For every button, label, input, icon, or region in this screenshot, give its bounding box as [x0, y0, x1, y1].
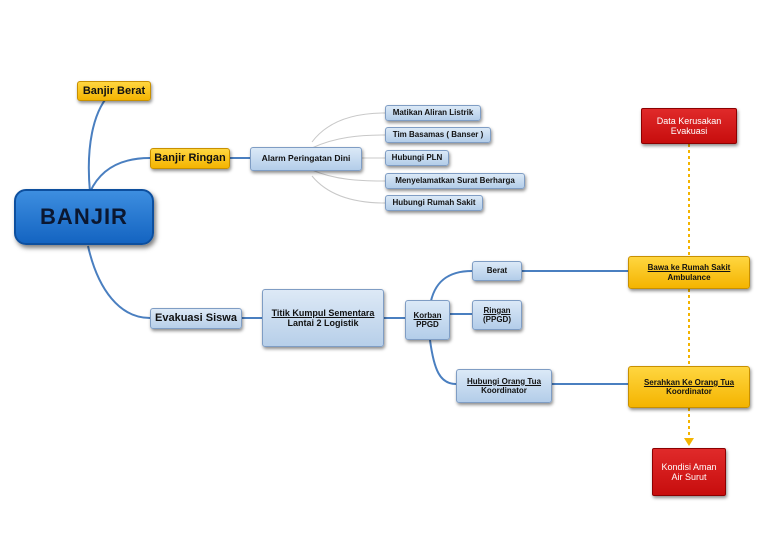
kondisi-aman-line2: Air Surut [671, 472, 707, 482]
topic-evakuasi-siswa[interactable]: Evakuasi Siswa [150, 308, 242, 329]
rumah-sakit-line2: Ambulance [667, 272, 711, 282]
ringan-line2: (PPGD) [483, 315, 511, 324]
node-korban-ppgd[interactable]: Korban PPGD [405, 300, 450, 340]
node-titik-kumpul[interactable]: Titik Kumpul Sementara Lantai 2 Logistik [262, 289, 384, 347]
connector-central-ringan [89, 157, 151, 193]
node-bawa-rumah-sakit[interactable]: Bawa ke Rumah Sakit Ambulance [628, 256, 750, 289]
node-berat[interactable]: Berat [472, 261, 522, 281]
connector-central-evakuasi [87, 245, 151, 319]
serahkan-line2: Koordinator [666, 387, 712, 396]
topic-banjir-ringan[interactable]: Banjir Ringan [150, 148, 230, 169]
hubungi-ortu-line1: Hubungi Orang Tua [466, 376, 542, 386]
node-data-kerusakan[interactable]: Data Kerusakan Evakuasi [641, 108, 737, 144]
node-ringan-ppgd[interactable]: Ringan (PPGD) [472, 300, 522, 330]
node-alarm-peringatan-dini[interactable]: Alarm Peringatan Dini [250, 147, 362, 171]
ringan-line1: Ringan [483, 305, 511, 315]
hubungi-ortu-line2: Koordinator [481, 386, 527, 395]
titik-kumpul-line1: Titik Kumpul Sementara [271, 307, 375, 318]
kondisi-aman-line1: Kondisi Aman [661, 461, 717, 472]
node-hubungi-orang-tua[interactable]: Hubungi Orang Tua Koordinator [456, 369, 552, 403]
node-alarm-item-2[interactable]: Tim Basamas ( Banser ) [385, 127, 491, 143]
node-serahkan-orang-tua[interactable]: Serahkan Ke Orang Tua Koordinator [628, 366, 750, 408]
node-alarm-item-5[interactable]: Hubungi Rumah Sakit [385, 195, 483, 211]
connector-alarm-item-4 [311, 169, 386, 182]
titik-kumpul-line2: Lantai 2 Logistik [287, 318, 359, 328]
central-topic[interactable]: BANJIR [14, 189, 154, 245]
connector-alarm-item-1 [311, 112, 386, 143]
node-alarm-item-3[interactable]: Hubungi PLN [385, 150, 449, 166]
rumah-sakit-line1: Bawa ke Rumah Sakit [647, 263, 731, 273]
korban-line1: Korban [413, 310, 442, 320]
connector-korban-hubungi [429, 339, 457, 385]
topic-banjir-berat[interactable]: Banjir Berat [77, 81, 151, 101]
data-kerusakan-line1: Data Kerusakan [656, 115, 722, 126]
data-kerusakan-line2: Evakuasi [670, 126, 708, 136]
node-alarm-item-4[interactable]: Menyelamatkan Surat Berharga [385, 173, 525, 189]
node-alarm-item-1[interactable]: Matikan Aliran Listrik [385, 105, 481, 121]
connector-korban-berat [429, 270, 473, 307]
korban-line2: PPGD [416, 320, 439, 329]
arrowhead-kondisi [684, 438, 694, 446]
connector-alarm-item-5 [311, 175, 386, 204]
connector-alarm-item-2 [311, 134, 386, 149]
serahkan-line1: Serahkan Ke Orang Tua [643, 377, 735, 387]
node-kondisi-aman[interactable]: Kondisi Aman Air Surut [652, 448, 726, 496]
